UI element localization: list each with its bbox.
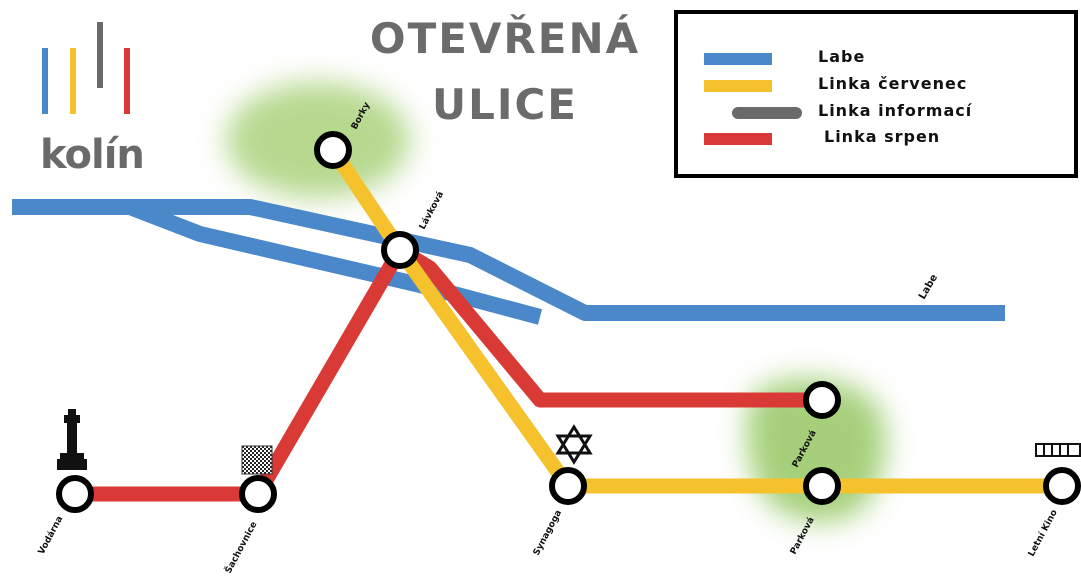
line-srpen [75,243,822,502]
station-sachovnice[interactable] [239,475,277,513]
map-title-line1: OTEVŘENÁ [369,14,641,63]
labe-main-channel [12,199,1005,321]
legend-label-informaci: Linka informací [818,101,973,120]
srpen-east [396,243,822,408]
station-label-synagoga: Synagoga [532,509,564,558]
legend-swatch-cervenec [704,80,772,92]
map-title-line2: ULICE [431,80,578,129]
legend-item-srpen: Linka srpen [678,124,1074,150]
tower-icon [57,409,87,470]
legend-swatch-informaci [732,107,802,119]
station-label-vodarna: Vodárna [37,515,66,557]
station-parkova-upper[interactable] [803,381,841,419]
stations [56,131,1081,513]
srpen-west [75,246,407,502]
station-label-sachovnice: Šachovnice [222,519,259,575]
station-borky[interactable] [314,131,352,169]
kolin-logo-bars [42,22,130,114]
station-label-lavkova: Lávková [418,190,446,231]
chessboard-icon [241,445,273,475]
labe-side-channel [127,199,543,325]
river-label: Labe [917,272,940,301]
legend-swatch-labe [704,53,772,65]
legend-label-cervenec: Linka červenec [818,74,968,93]
legend-swatch-srpen [704,133,772,145]
station-label-letni-kino: Letní Kino [1027,508,1060,558]
film-strip-icon [1035,443,1081,457]
station-vodarna[interactable] [56,475,94,513]
station-synagoga[interactable] [549,467,587,505]
station-lavkova[interactable] [381,231,419,269]
station-parkova-lower[interactable] [803,467,841,505]
legend-item-informaci: Linka informací [678,98,1074,124]
legend-box: Labe Linka červenec Linka informací Link… [674,10,1078,178]
kolin-logo-text: kolín [40,132,145,178]
station-letni-kino[interactable] [1043,467,1081,505]
station-label-parkova-lower: Parková [789,516,817,557]
legend-label-srpen: Linka srpen [824,127,941,146]
legend-label-labe: Labe [818,47,866,66]
legend-item-labe: Labe [678,44,1074,70]
legend-item-cervenec: Linka červenec [678,71,1074,97]
line-labe [12,199,1005,325]
star-of-david-icon [555,424,593,465]
